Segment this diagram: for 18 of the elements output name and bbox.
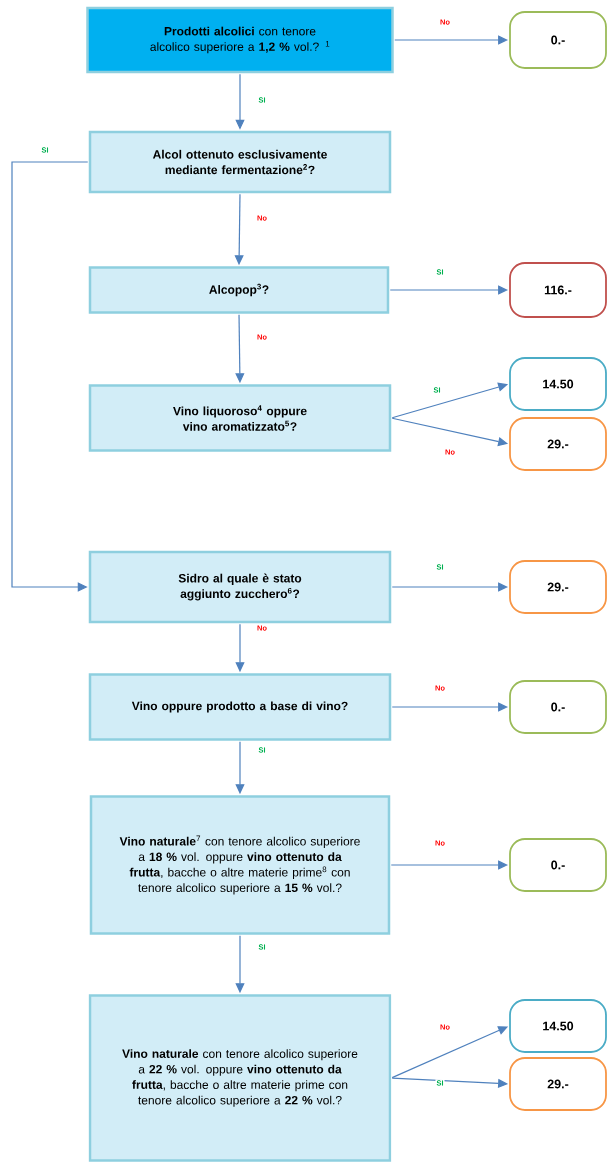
decision-box: Alcopop$^{3}$? xyxy=(88,266,390,314)
decision-box: Vino liquoroso$^{4}$ oppure vino aromatizzato$^{5}$? xyxy=(88,384,392,452)
result-box: 0.- xyxy=(509,838,607,892)
decision-box: Vino oppure prodotto a base di vino? xyxy=(88,673,392,741)
result-box: 116.- xyxy=(509,262,607,318)
decision-box: Prodotti alcolici con tenore alcolico superiore a 1,2 % vol.? $^{1}$ xyxy=(86,6,394,74)
decision-box: Vino naturale con tenore alcolico superiore a 22 % vol. oppure vino ottenuto da frutta, bacche o altre materie prime con tenore alcolico superiore a 22 % vol.? xyxy=(88,994,392,1162)
result-box: 0.- xyxy=(509,680,607,734)
result-box: 29.- xyxy=(509,1057,607,1111)
result-box: 14.50 xyxy=(509,999,607,1053)
decision-box: Vino naturale$^{7}$ con tenore alcolico superiore a 18 % vol. oppure vino ottenuto da frutta, bacche o altre materie prime$^{8}$ con tenore alcolico superiore a 15 % vol.? xyxy=(89,795,391,935)
result-box: 29.- xyxy=(509,417,607,471)
result-box: 29.- xyxy=(509,560,607,614)
result-box: 0.- xyxy=(509,11,607,69)
arrow xyxy=(11,161,89,592)
decision-box: Sidro al quale è stato aggiunto zucchero$^{6}$? xyxy=(88,550,392,624)
decision-box: Alcol ottenuto esclusivamente mediante fermentazione$^{2}$? xyxy=(88,130,392,194)
result-box: 14.50 xyxy=(509,357,607,411)
